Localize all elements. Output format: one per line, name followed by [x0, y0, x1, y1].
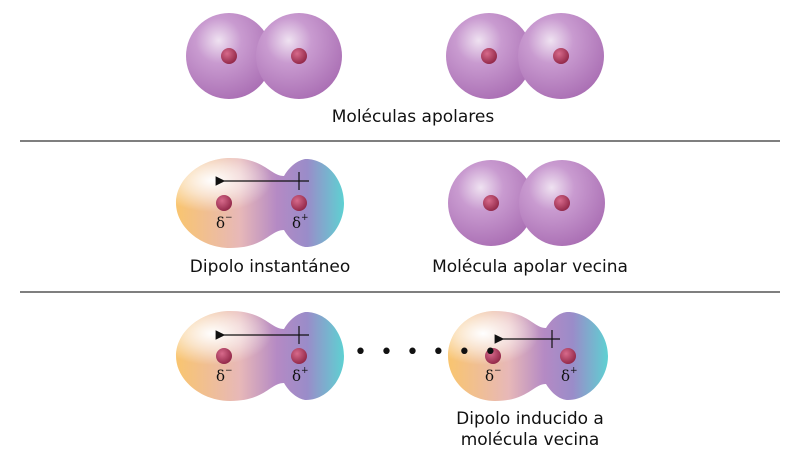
charge-positive: δ+ — [561, 366, 578, 385]
neighbor-apolar-molecule — [448, 160, 605, 246]
delta-symbol: δ — [292, 367, 302, 385]
charge-negative: δ− — [216, 366, 233, 385]
nucleus — [291, 348, 307, 364]
nucleus — [221, 48, 237, 64]
dipole-highlight — [448, 311, 608, 401]
charge-sign: − — [494, 366, 502, 376]
charge-sign: − — [225, 213, 233, 223]
nucleus — [291, 48, 307, 64]
delta-symbol: δ — [485, 367, 495, 385]
dipole-highlight — [176, 158, 344, 248]
charge-sign: + — [570, 366, 578, 376]
label-neighbor-apolar: Molécula apolar vecina — [432, 257, 628, 277]
charge-positive: δ+ — [292, 366, 309, 385]
induced-dipole-molecule — [448, 311, 608, 401]
instant-dipole-molecule-row3 — [176, 311, 344, 401]
charge-sign: + — [301, 366, 309, 376]
charge-positive: δ+ — [292, 213, 309, 232]
nucleus — [483, 195, 499, 211]
delta-symbol: δ — [292, 214, 302, 232]
dipole-highlight — [176, 311, 344, 401]
nucleus — [291, 195, 307, 211]
delta-symbol: δ — [561, 367, 571, 385]
nucleus — [560, 348, 576, 364]
charge-negative: δ− — [216, 213, 233, 232]
nucleus — [481, 48, 497, 64]
apolar-molecule-left — [186, 13, 342, 99]
delta-symbol: δ — [216, 367, 226, 385]
label-induced-dipole-line1: Dipolo inducido a — [456, 409, 604, 429]
instant-dipole-molecule — [176, 158, 344, 248]
nucleus — [216, 348, 232, 364]
delta-symbol: δ — [216, 214, 226, 232]
charge-sign: − — [225, 366, 233, 376]
nucleus — [216, 195, 232, 211]
label-apolar-molecules: Moléculas apolares — [331, 107, 495, 127]
nucleus — [553, 48, 569, 64]
label-induced-dipole-line2: molécula vecina — [460, 430, 600, 450]
apolar-molecule-right — [446, 13, 604, 99]
nucleus — [485, 348, 501, 364]
separator-dots: • • • • • • — [354, 340, 500, 365]
label-instant-dipole: Dipolo instantáneo — [189, 257, 351, 277]
charge-sign: + — [301, 213, 309, 223]
charge-negative: δ− — [485, 366, 502, 385]
nucleus — [554, 195, 570, 211]
